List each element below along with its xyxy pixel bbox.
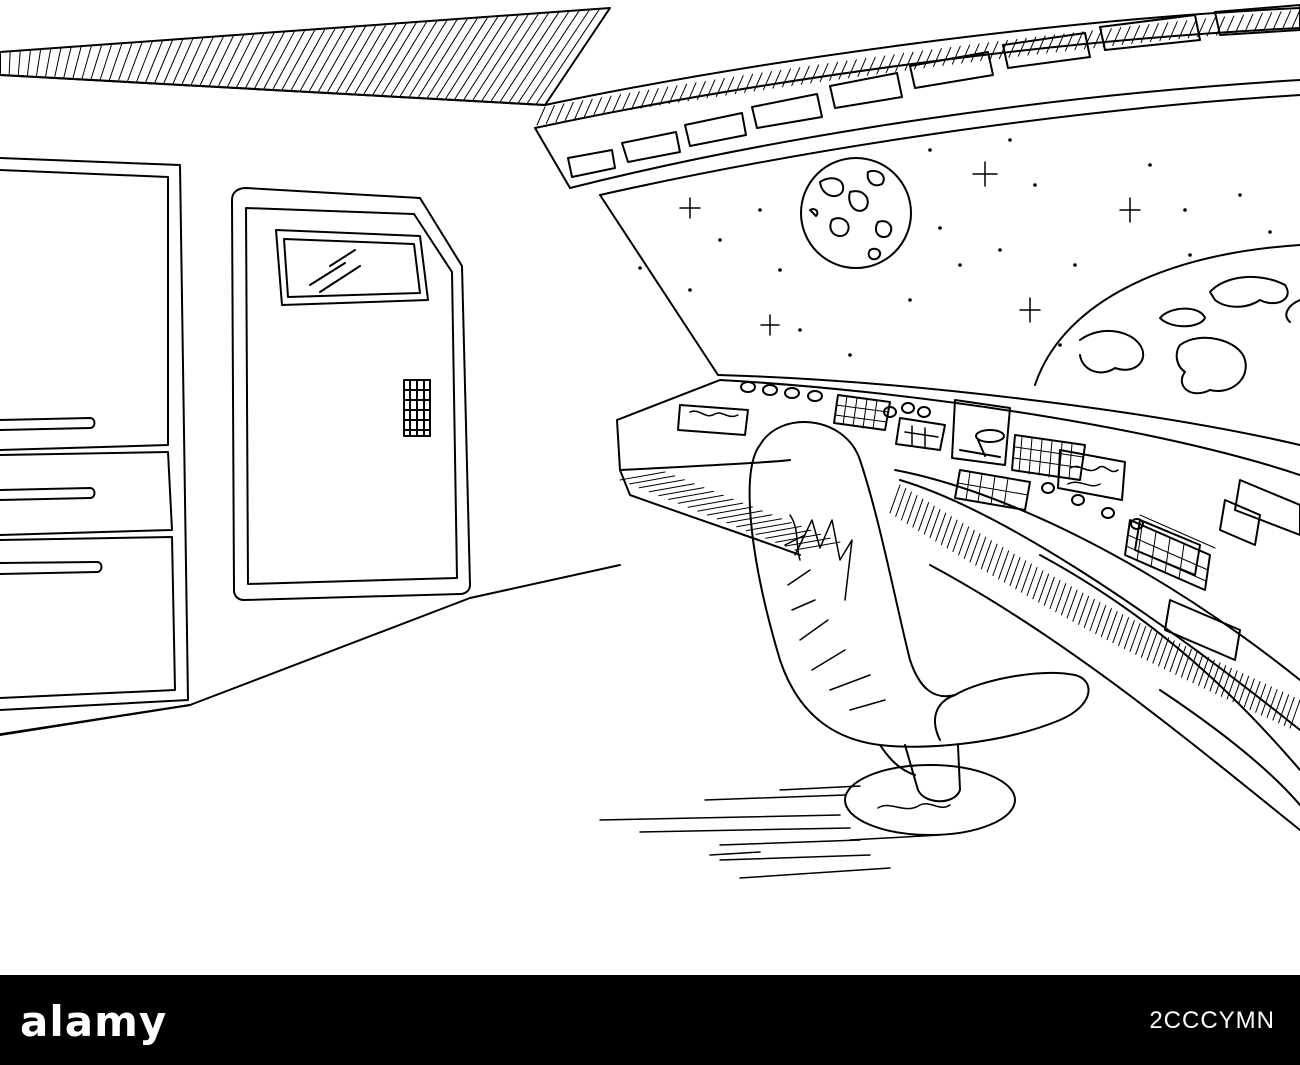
moon-icon xyxy=(800,157,912,269)
left-cabinet xyxy=(0,157,191,736)
stock-footer-bar: alamy 2CCCYMN xyxy=(0,975,1300,1065)
spaceship-interior-illustration xyxy=(0,4,1300,879)
window-top-frame xyxy=(534,7,1300,196)
ceiling-light-panels xyxy=(567,4,1300,178)
star-dots xyxy=(638,138,1272,357)
alamy-logo: alamy xyxy=(20,997,168,1046)
image-id-label: 2CCCYMN xyxy=(1149,1007,1275,1034)
control-console xyxy=(616,379,1300,831)
planet-icon xyxy=(1034,244,1300,395)
wall-floor-edges xyxy=(0,564,621,736)
floor-curve xyxy=(1159,689,1300,806)
ceiling-panel xyxy=(0,7,611,106)
cockpit-window xyxy=(599,194,1300,446)
door xyxy=(231,187,471,601)
pilot-chair xyxy=(748,421,1090,836)
floor-motion-lines xyxy=(599,785,941,879)
console-buttons xyxy=(740,381,1144,530)
star-icons xyxy=(679,161,1141,336)
